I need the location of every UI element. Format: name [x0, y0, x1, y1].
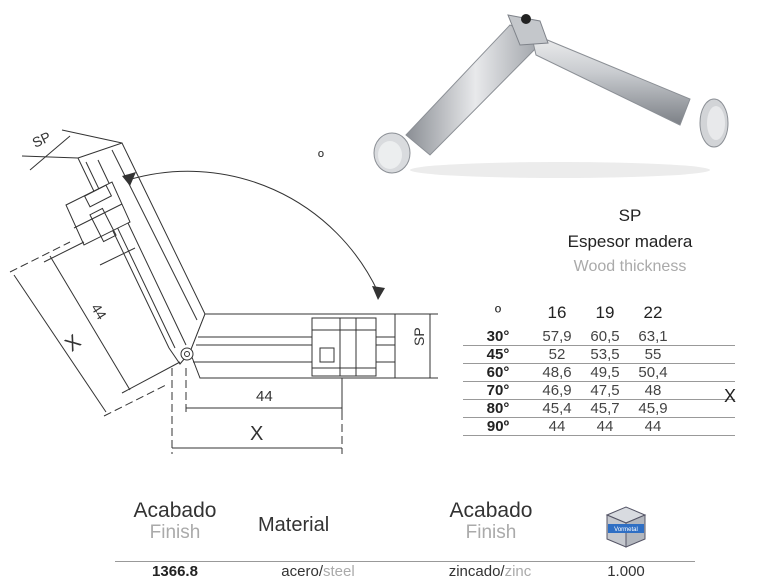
connector-product-photo: [373, 14, 729, 178]
finish-value: zincado/zinc: [430, 563, 550, 580]
finish-table-divider: [115, 561, 695, 562]
table-row: 80° 45,4 45,7 45,9: [463, 399, 735, 418]
value-cell: 44: [581, 417, 629, 436]
value-cell: 57,9: [533, 328, 581, 346]
thickness-header-22: 22: [643, 303, 663, 322]
sp-right-label: SP: [411, 327, 427, 346]
table-row: 30° 57,9 60,5 63,1: [463, 328, 735, 346]
finish-header-2-en: Finish: [465, 522, 517, 543]
product-code: 1366.8: [152, 563, 198, 580]
wood-thickness-es: Espesor madera: [567, 232, 693, 251]
value-cell: 48,6: [533, 363, 581, 382]
material-value: acero/steel: [258, 563, 378, 580]
thickness-header-16: 16: [547, 303, 567, 322]
angle-cell: 60°: [463, 363, 533, 382]
box-quantity: 1.000: [607, 563, 645, 580]
angle-thickness-table: º 16 19 22 30° 57,9 60,5 63,1 45° 52 53,…: [463, 298, 735, 436]
table-x-label: X: [724, 386, 737, 406]
angle-cell: 80°: [463, 399, 533, 418]
material-en: steel: [323, 563, 355, 580]
x-horizontal-label: X: [250, 423, 263, 445]
value-cell: 46,9: [533, 381, 581, 400]
table-row: 60° 48,6 49,5 50,4: [463, 363, 735, 382]
finish-header-1: Acabado Finish: [120, 500, 230, 544]
angle-degree-label: º: [318, 149, 324, 166]
value-cell: 63,1: [629, 328, 677, 346]
finish-header-2-es: Acabado: [449, 499, 533, 522]
finish-header-1-es: Acabado: [133, 499, 217, 522]
table-row: 45° 52 53,5 55: [463, 345, 735, 364]
material-es: acero/: [281, 563, 323, 580]
value-cell: 48: [629, 381, 677, 400]
angle-cell: 70°: [463, 381, 533, 400]
box-brand-label: Vormetal: [614, 527, 638, 533]
angle-cell: 30°: [463, 328, 533, 346]
value-cell: 55: [629, 345, 677, 364]
x-diagonal-label: X: [61, 331, 85, 357]
value-cell: 52: [533, 345, 581, 364]
sp-left-label: SP: [30, 128, 54, 150]
value-cell: 60,5: [581, 328, 629, 346]
angle-corner-header: º: [494, 303, 502, 322]
44-horizontal-label: 44: [256, 388, 273, 405]
44-diagonal-label: 44: [88, 301, 110, 323]
value-cell: 47,5: [581, 381, 629, 400]
table-header-row: º 16 19 22: [463, 298, 735, 328]
thickness-header-19: 19: [595, 303, 615, 322]
angle-cell: 90º: [463, 417, 533, 436]
value-cell: 45,9: [629, 399, 677, 418]
angle-cell: 45°: [463, 345, 533, 364]
value-cell: 45,7: [581, 399, 629, 418]
value-cell: 45,4: [533, 399, 581, 418]
table-row: 90º 44 44 44: [463, 417, 735, 436]
finish-header-2: Acabado Finish: [436, 500, 546, 544]
value-cell: 44: [629, 417, 677, 436]
finish-en: zinc: [504, 563, 532, 580]
value-cell: 53,5: [581, 345, 629, 364]
wood-thickness-en: Wood thickness: [573, 258, 687, 275]
box-icon: Vormetal: [605, 506, 647, 548]
table-row: 70° 46,9 47,5 48: [463, 381, 735, 400]
sp-title: SP: [618, 206, 642, 225]
value-cell: 50,4: [629, 363, 677, 382]
value-cell: 44: [533, 417, 581, 436]
material-header: Material: [258, 514, 330, 536]
finish-header-1-en: Finish: [149, 522, 201, 543]
value-cell: 49,5: [581, 363, 629, 382]
technical-drawing: º SP X 44 SP 44 X: [9, 128, 438, 454]
finish-es: zincado/: [448, 563, 505, 580]
